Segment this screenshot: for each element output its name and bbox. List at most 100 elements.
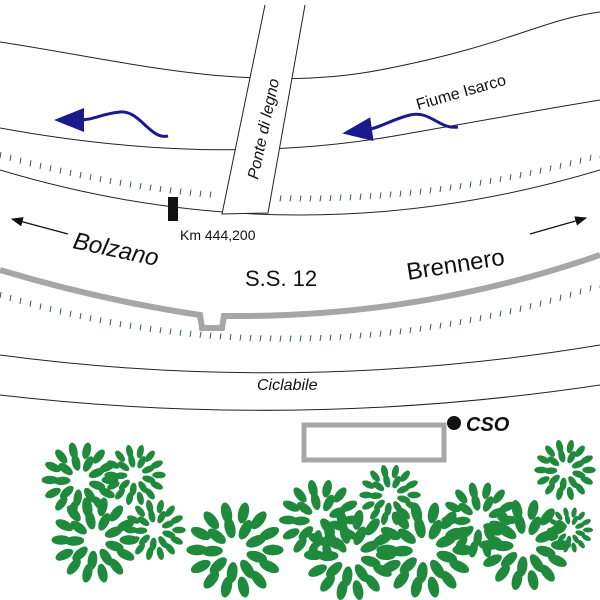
tree-icon [534,440,596,500]
cso-structure [301,422,447,463]
grass-tick [419,325,422,332]
grass-tick [379,192,382,199]
grass-tick [329,334,332,341]
bike-path-south-edge [0,384,600,411]
grass-tick [159,327,162,334]
grass-tick [149,325,152,332]
road-label: S.S. 12 [245,266,317,291]
grass-tick [379,330,382,337]
bridge [221,4,306,215]
grass-tick [389,191,392,198]
grass-tick [169,187,172,194]
grass-tick [119,320,122,328]
grass-tick [349,333,352,340]
grass-tick [399,190,402,197]
grass-tick [469,181,472,188]
grass-tick [399,328,402,335]
grass-tick [169,328,172,335]
km-marker-post [168,197,178,221]
grass-tick [259,335,262,342]
grass-tick [499,310,502,317]
grass-tick [0,151,2,159]
grass-tick [429,324,432,331]
river-top-bank [0,11,600,80]
grass-tick [79,172,82,179]
grass-tick [69,169,72,177]
grass-tick [299,195,302,202]
grass-tick [479,179,482,186]
grass-tick [119,179,122,186]
grass-tick [219,333,222,340]
grass-tick [19,297,22,304]
grass-tick [229,333,232,341]
grass-tick [499,176,502,183]
grass-tick [559,162,562,169]
grass-tick [469,317,472,324]
grass-tick [529,303,532,310]
grass-verges [0,151,600,342]
grass-tick [129,322,132,329]
grass-tick [59,308,62,315]
grass-tick [409,327,412,334]
grass-tick [149,184,152,191]
bike-path-label: Ciclabile [257,377,318,394]
grass-tick [359,332,362,339]
grass-tick [589,154,592,161]
river-label: Fiume Isarco [414,72,508,114]
grass-tick [519,305,522,312]
grass-tick [89,174,92,181]
grass-tick [509,174,512,181]
trees [41,440,596,600]
grass-tick [79,313,82,320]
grass-tick [309,335,312,342]
grass-tick [449,184,452,191]
km-marker-label: Km 444,200 [180,227,256,243]
road-north-edge [0,169,600,216]
grass-tick [529,169,532,177]
cso-label: CSO [466,414,510,436]
grass-tick [389,329,392,336]
grass-tick [519,172,522,179]
tree-icon [279,480,361,560]
grass-tick [329,194,332,202]
grass-tick [199,331,202,338]
tree-icon [104,445,166,505]
grass-tick [319,195,322,202]
grass-tick [289,195,292,202]
grass-tick [279,195,282,202]
tree-icon [124,500,186,560]
grass-tick [279,335,282,342]
arrow-to-brennero [529,216,588,235]
grass-tick [29,300,32,307]
grass-tick [9,294,12,302]
grass-tick [159,185,162,193]
grass-tick [359,193,362,200]
grass-tick [299,335,302,342]
grass-tick [429,187,432,194]
river-flow-arrow-right [342,112,459,142]
grass-tick [139,324,142,331]
grass-tick [369,193,372,200]
grass-tick [339,194,342,201]
grass-tick [9,154,12,161]
river-bottom-bank [0,99,600,151]
grass-tick [189,189,192,196]
grass-tick [459,183,462,190]
grass-tick [59,167,62,174]
grass-tick [39,303,42,310]
tree-icon [359,465,421,525]
road-centerline [0,252,600,331]
grass-tick [179,329,182,336]
grass-tick [99,176,102,183]
grass-tick [559,294,562,301]
grass-tick [49,305,52,313]
grass-tick [409,189,412,196]
grass-tick [489,312,492,319]
grass-tick [369,331,372,338]
grass-tick [69,310,72,317]
grass-tick [139,183,142,190]
grass-tick [269,335,272,342]
grass-tick [39,162,42,169]
